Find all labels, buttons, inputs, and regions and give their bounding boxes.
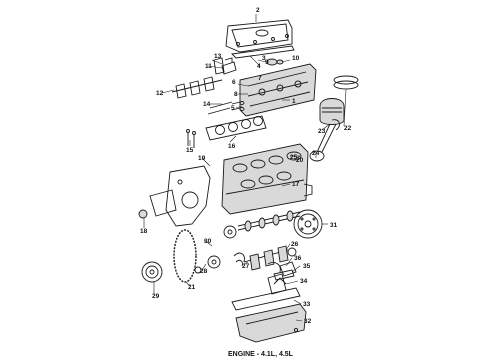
callout-7: 7 (258, 75, 262, 82)
callout-2: 2 (256, 7, 260, 14)
piston-rings (333, 75, 359, 90)
callout-31: 31 (330, 222, 338, 229)
callout-29: 29 (152, 293, 160, 300)
rocker-assembly-left (221, 57, 237, 75)
callout-12: 12 (156, 90, 164, 97)
callout-14: 14 (203, 101, 211, 108)
crank-pulley (141, 261, 163, 283)
rear-main-seal (267, 261, 281, 273)
piston (319, 98, 345, 125)
leader-lines (143, 14, 347, 322)
oil-filler-cap (266, 58, 284, 66)
rocker-shaft (171, 76, 223, 99)
cam-gear (223, 225, 237, 239)
callout-10: 10 (292, 55, 300, 62)
callout-22: 22 (344, 125, 352, 132)
valve-cover (225, 19, 293, 53)
callout-17: 17 (292, 181, 300, 188)
callout-27: 27 (242, 263, 250, 270)
callout-36: 36 (294, 255, 302, 262)
valve-lifters (231, 101, 245, 111)
callout-11: 11 (205, 63, 212, 70)
callout-26: 26 (291, 241, 299, 248)
callout-5: 5 (231, 105, 235, 112)
oil-pan-gasket (231, 287, 301, 311)
callout-16: 16 (228, 143, 236, 150)
callout-1: 1 (292, 98, 296, 105)
timing-chain-cover-plate (149, 189, 177, 217)
engine-block (221, 143, 313, 215)
connecting-rod (309, 123, 337, 162)
callout-15: 15 (186, 147, 194, 154)
harmonic-balancer-key (194, 266, 202, 274)
callout-32: 32 (304, 318, 312, 325)
callout-4: 4 (257, 63, 261, 70)
rod-bearing (331, 119, 340, 131)
valve-cover-gasket (231, 45, 295, 59)
callout-23: 23 (318, 128, 326, 135)
timing-chain (173, 229, 197, 283)
callout-34: 34 (300, 278, 308, 285)
callout-25: 25 (290, 154, 298, 161)
rocker-arms-upper (213, 57, 225, 75)
callout-28: 28 (200, 268, 208, 275)
oil-pump-drive (273, 269, 295, 281)
head-gasket (205, 115, 267, 141)
callout-3: 3 (262, 55, 266, 62)
flywheel (293, 209, 323, 239)
oil-pan (235, 303, 307, 343)
head-bolts (186, 129, 196, 148)
callout-18: 18 (140, 228, 148, 235)
front-seal (138, 209, 148, 219)
cylinder-head (239, 63, 317, 117)
callout-13: 13 (214, 53, 222, 60)
callout-19: 19 (198, 155, 206, 162)
callout-30: 30 (204, 238, 212, 245)
main-bearings (233, 252, 245, 267)
callout-8: 8 (234, 91, 238, 98)
callout-21: 21 (188, 284, 196, 291)
camshaft (237, 210, 301, 232)
pushrods (207, 101, 233, 115)
callout-35: 35 (303, 263, 311, 270)
callout-6: 6 (232, 79, 236, 86)
diagram-caption: ENGINE - 4.1L, 4.5L (228, 351, 294, 358)
crankshaft (243, 245, 297, 271)
callout-33: 33 (303, 301, 311, 308)
callout-20: 20 (296, 157, 304, 164)
timing-cover (165, 165, 211, 227)
callout-9: 9 (265, 59, 269, 66)
crank-sprocket (207, 255, 221, 269)
